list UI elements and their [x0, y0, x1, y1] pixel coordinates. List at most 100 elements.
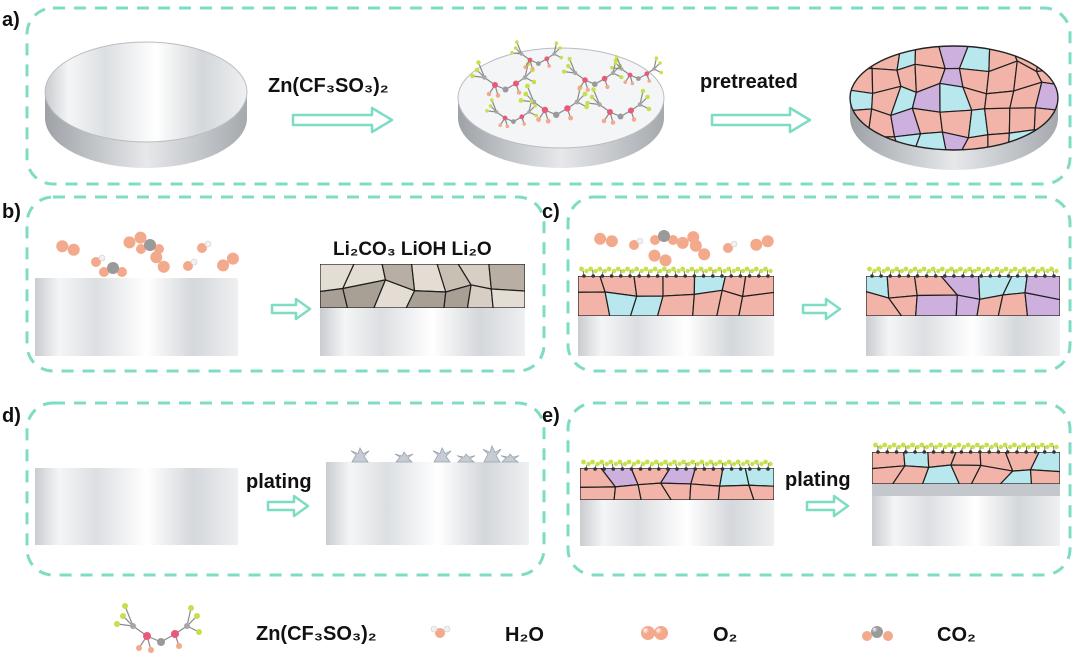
- fluorine-atom: [643, 266, 649, 272]
- fluorine-atom: [872, 268, 877, 274]
- carbon-atom: [658, 230, 670, 242]
- panel-b-frame: [25, 195, 546, 373]
- grain: [922, 464, 960, 484]
- fluorine-atom: [1030, 442, 1036, 448]
- fluorine-atom: [717, 459, 723, 465]
- sei-molecular-layer: [581, 459, 773, 471]
- oxygen-atom: [761, 235, 774, 248]
- fluorine-atom: [980, 444, 985, 450]
- fluorine-atom: [999, 268, 1005, 274]
- atom: [623, 80, 627, 84]
- fluorine-atom: [936, 268, 941, 274]
- bare-zinc-disk: [44, 41, 248, 168]
- oxygen-atom: [698, 248, 711, 261]
- fluorine-atom: [740, 268, 746, 274]
- fluorine-atom: [744, 266, 750, 272]
- anchor-atom: [1015, 274, 1020, 278]
- atom: [525, 83, 530, 89]
- fluorine-atom: [659, 461, 664, 467]
- anchor-atom: [1033, 450, 1038, 454]
- fluorine-atom: [993, 442, 999, 448]
- oxygen-atom: [157, 260, 170, 273]
- fluorine-atom: [707, 266, 713, 272]
- anchor-atom: [1052, 274, 1056, 278]
- anchor-atom: [922, 450, 927, 454]
- fluorine-atom: [952, 444, 957, 450]
- anchor-atom: [1043, 274, 1047, 278]
- anchor-atom: [702, 467, 707, 471]
- grain: [488, 264, 525, 292]
- anchor-atom: [952, 274, 956, 278]
- atom: [495, 93, 501, 98]
- arrow-right-icon: [801, 297, 842, 321]
- atom: [554, 41, 559, 45]
- fluorine-atom: [713, 268, 718, 274]
- atom: [636, 76, 641, 81]
- atom: [561, 69, 567, 74]
- anchor-atom: [1024, 274, 1029, 278]
- fluorine-atom: [890, 268, 895, 274]
- atom: [659, 70, 663, 75]
- atom: [513, 46, 518, 50]
- fluorine-atom: [1049, 442, 1054, 448]
- grain: [872, 465, 906, 484]
- oxygen-atom: [67, 243, 80, 256]
- atom: [536, 117, 541, 122]
- fluorine-atom: [882, 442, 888, 448]
- panel-c-letter: c): [542, 201, 560, 223]
- fluorine-atom: [726, 459, 732, 465]
- grain: [689, 483, 721, 500]
- atom: [492, 82, 498, 88]
- grain: [915, 294, 958, 316]
- anchor-atom: [602, 467, 606, 471]
- atom: [541, 106, 549, 114]
- fluorine-atom: [990, 268, 995, 274]
- arrow-right-icon: [710, 106, 812, 134]
- fluorine-atom: [915, 444, 920, 450]
- anchor-atom: [647, 467, 652, 471]
- anchor-atom: [693, 467, 697, 471]
- atom: [601, 75, 608, 82]
- atom: [645, 94, 650, 100]
- fluorine-atom: [954, 268, 959, 274]
- fluorine-atom: [685, 268, 690, 274]
- step-label-plating: plating: [246, 471, 312, 493]
- fluorine-atom: [903, 266, 909, 272]
- atom: [573, 70, 578, 76]
- fluorine-atom: [928, 442, 934, 448]
- legend-zn-label: Zn(CF₃SO₃)₂: [256, 623, 377, 645]
- fluorine-atom: [1003, 266, 1009, 272]
- grain: [629, 295, 664, 316]
- zinc-block-before-plating: [35, 468, 238, 545]
- arrow-right-icon: [291, 106, 394, 134]
- hydrogen-atom: [190, 258, 198, 266]
- atom: [591, 87, 596, 92]
- fluorine-atom: [753, 266, 759, 272]
- anchor-atom: [1052, 450, 1056, 454]
- fluorine-atom: [759, 268, 764, 274]
- atom: [143, 632, 151, 640]
- fluorine-atom: [584, 268, 589, 274]
- fluorine-atom: [750, 461, 755, 467]
- anchor-atom: [665, 274, 669, 278]
- grain: [578, 291, 611, 316]
- fluorine-atom: [686, 461, 691, 467]
- fluorine-atom: [626, 459, 632, 465]
- fluorine-atom: [1045, 444, 1050, 450]
- atom: [136, 645, 142, 651]
- atom: [196, 629, 202, 635]
- fluorine-atom: [671, 266, 676, 272]
- fluorine-atom: [644, 459, 650, 465]
- anchor-atom: [924, 274, 929, 278]
- fluorine-atom: [759, 461, 764, 467]
- fluorine-atom: [634, 266, 640, 272]
- anchor-atom: [738, 274, 743, 278]
- grain: [742, 276, 774, 298]
- atom: [482, 75, 487, 80]
- atom: [498, 123, 503, 127]
- fluorine-atom: [887, 444, 892, 450]
- atom: [529, 99, 534, 103]
- fluorine-atom: [899, 268, 904, 274]
- atom: [631, 117, 637, 122]
